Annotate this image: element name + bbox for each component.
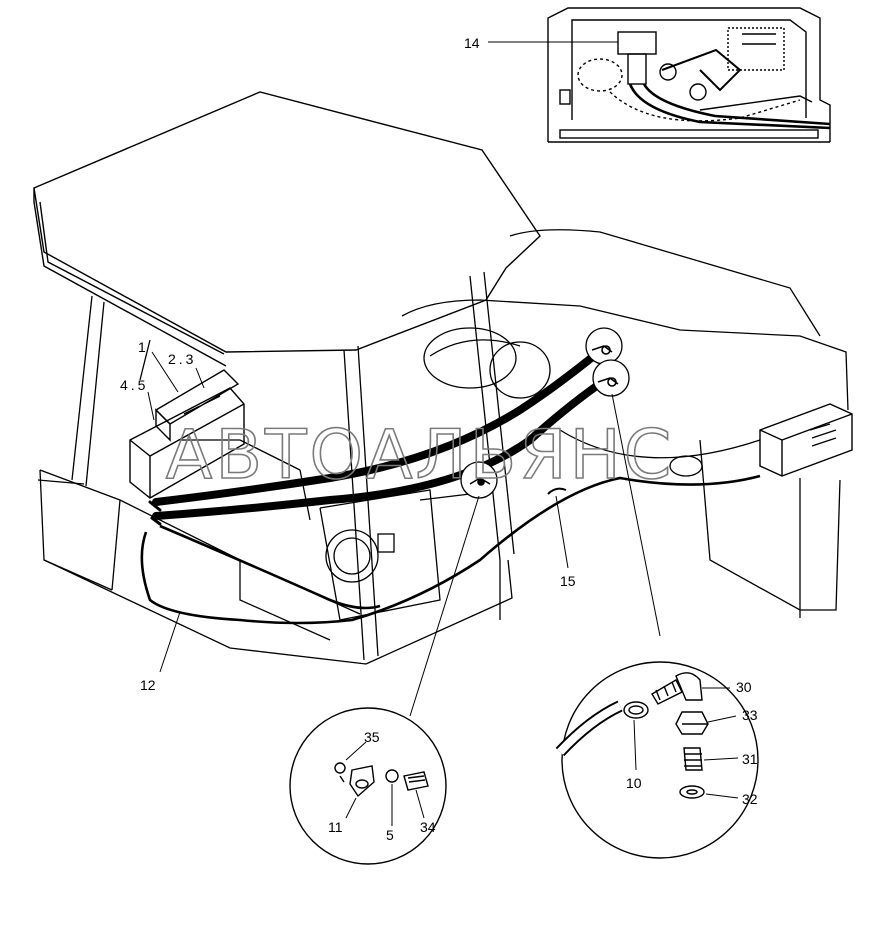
control-box: [129, 369, 245, 499]
callout-12: 12: [140, 677, 156, 693]
hoses: [148, 342, 612, 526]
callout-14: 14: [464, 35, 480, 51]
terminal-block: [759, 403, 853, 477]
watermark-text: АВТОАЛЬЯНС: [166, 416, 674, 495]
inset-detail-view: [488, 7, 831, 143]
callout-32: 32: [742, 791, 758, 807]
wiring-harness: [140, 474, 761, 625]
leader-lines: [147, 351, 661, 717]
callout-35: 35: [364, 729, 380, 745]
clamp-detail-circle: [289, 707, 447, 865]
callout-2-3: 2.3: [168, 351, 196, 367]
callout-34: 34: [420, 819, 436, 835]
callout-15: 15: [560, 573, 576, 589]
callout-1: 1: [138, 339, 146, 355]
callout-4-5: 4.5: [120, 377, 148, 393]
fitting-symbols: [469, 345, 619, 486]
callout-11: 11: [328, 819, 343, 835]
cab-roof: [33, 91, 541, 367]
callout-10: 10: [626, 775, 642, 791]
callout-30: 30: [736, 679, 752, 695]
fitting-detail-circle: [555, 661, 759, 859]
callout-33: 33: [742, 707, 758, 723]
callout-31: 31: [742, 751, 758, 767]
callout-5: 5: [386, 827, 394, 843]
